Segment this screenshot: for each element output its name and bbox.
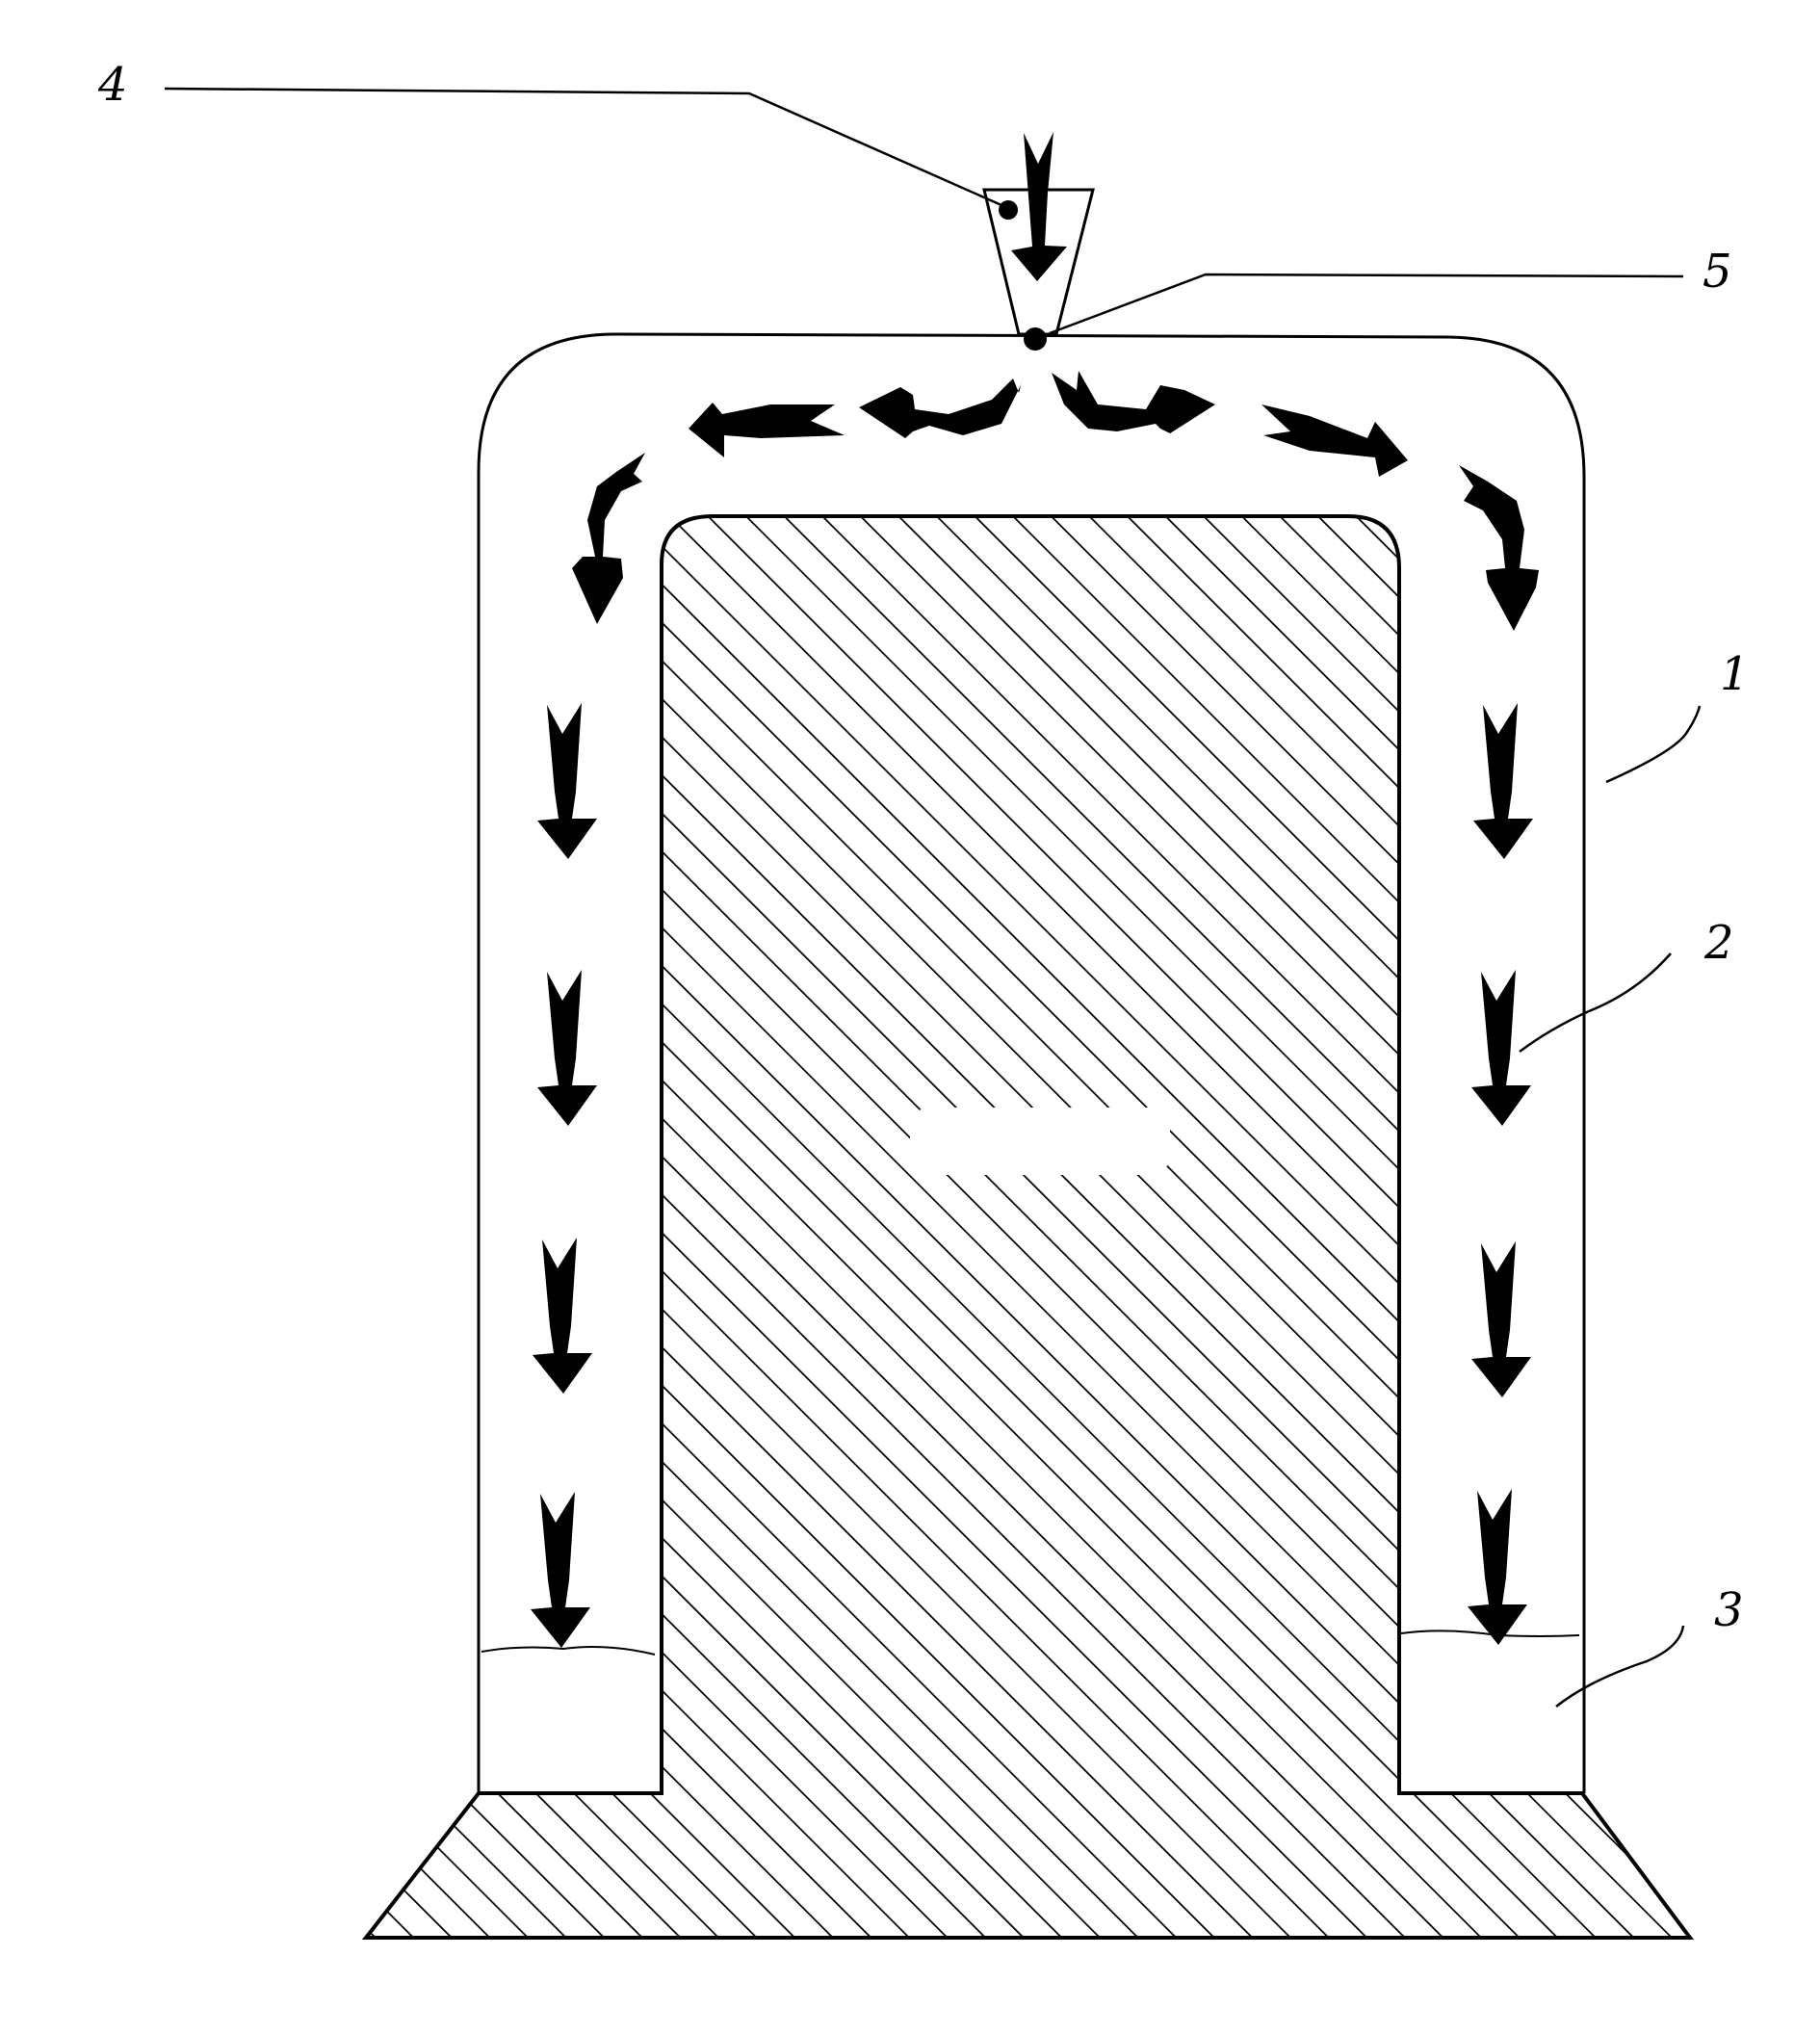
flow-arrows-right xyxy=(1468,703,1533,1645)
flow-arrows-top xyxy=(689,371,1408,477)
reference-label-5: 5 xyxy=(1703,245,1732,299)
reference-label-2: 2 xyxy=(1704,916,1734,970)
flow-arrows-left xyxy=(531,703,597,1648)
reference-label-3: 3 xyxy=(1714,1583,1744,1637)
reference-label-1: 1 xyxy=(1720,647,1750,701)
reference-label-4: 4 xyxy=(98,58,128,112)
leader-lines xyxy=(164,87,1702,1708)
leader-3 xyxy=(1555,1625,1685,1708)
flow-arrows-corner xyxy=(572,453,1539,631)
leader-4 xyxy=(164,87,1002,207)
leader-1 xyxy=(1605,705,1702,784)
outer-frame xyxy=(477,332,1586,1795)
inlet-funnel xyxy=(982,132,1095,351)
core-block xyxy=(361,514,1694,1940)
sensor-dot-4 xyxy=(999,200,1018,220)
leader-2 xyxy=(1519,952,1672,1054)
leader-5 xyxy=(1049,273,1684,335)
inlet-dot-5 xyxy=(1024,327,1047,351)
erased-label-area xyxy=(910,1108,1170,1175)
